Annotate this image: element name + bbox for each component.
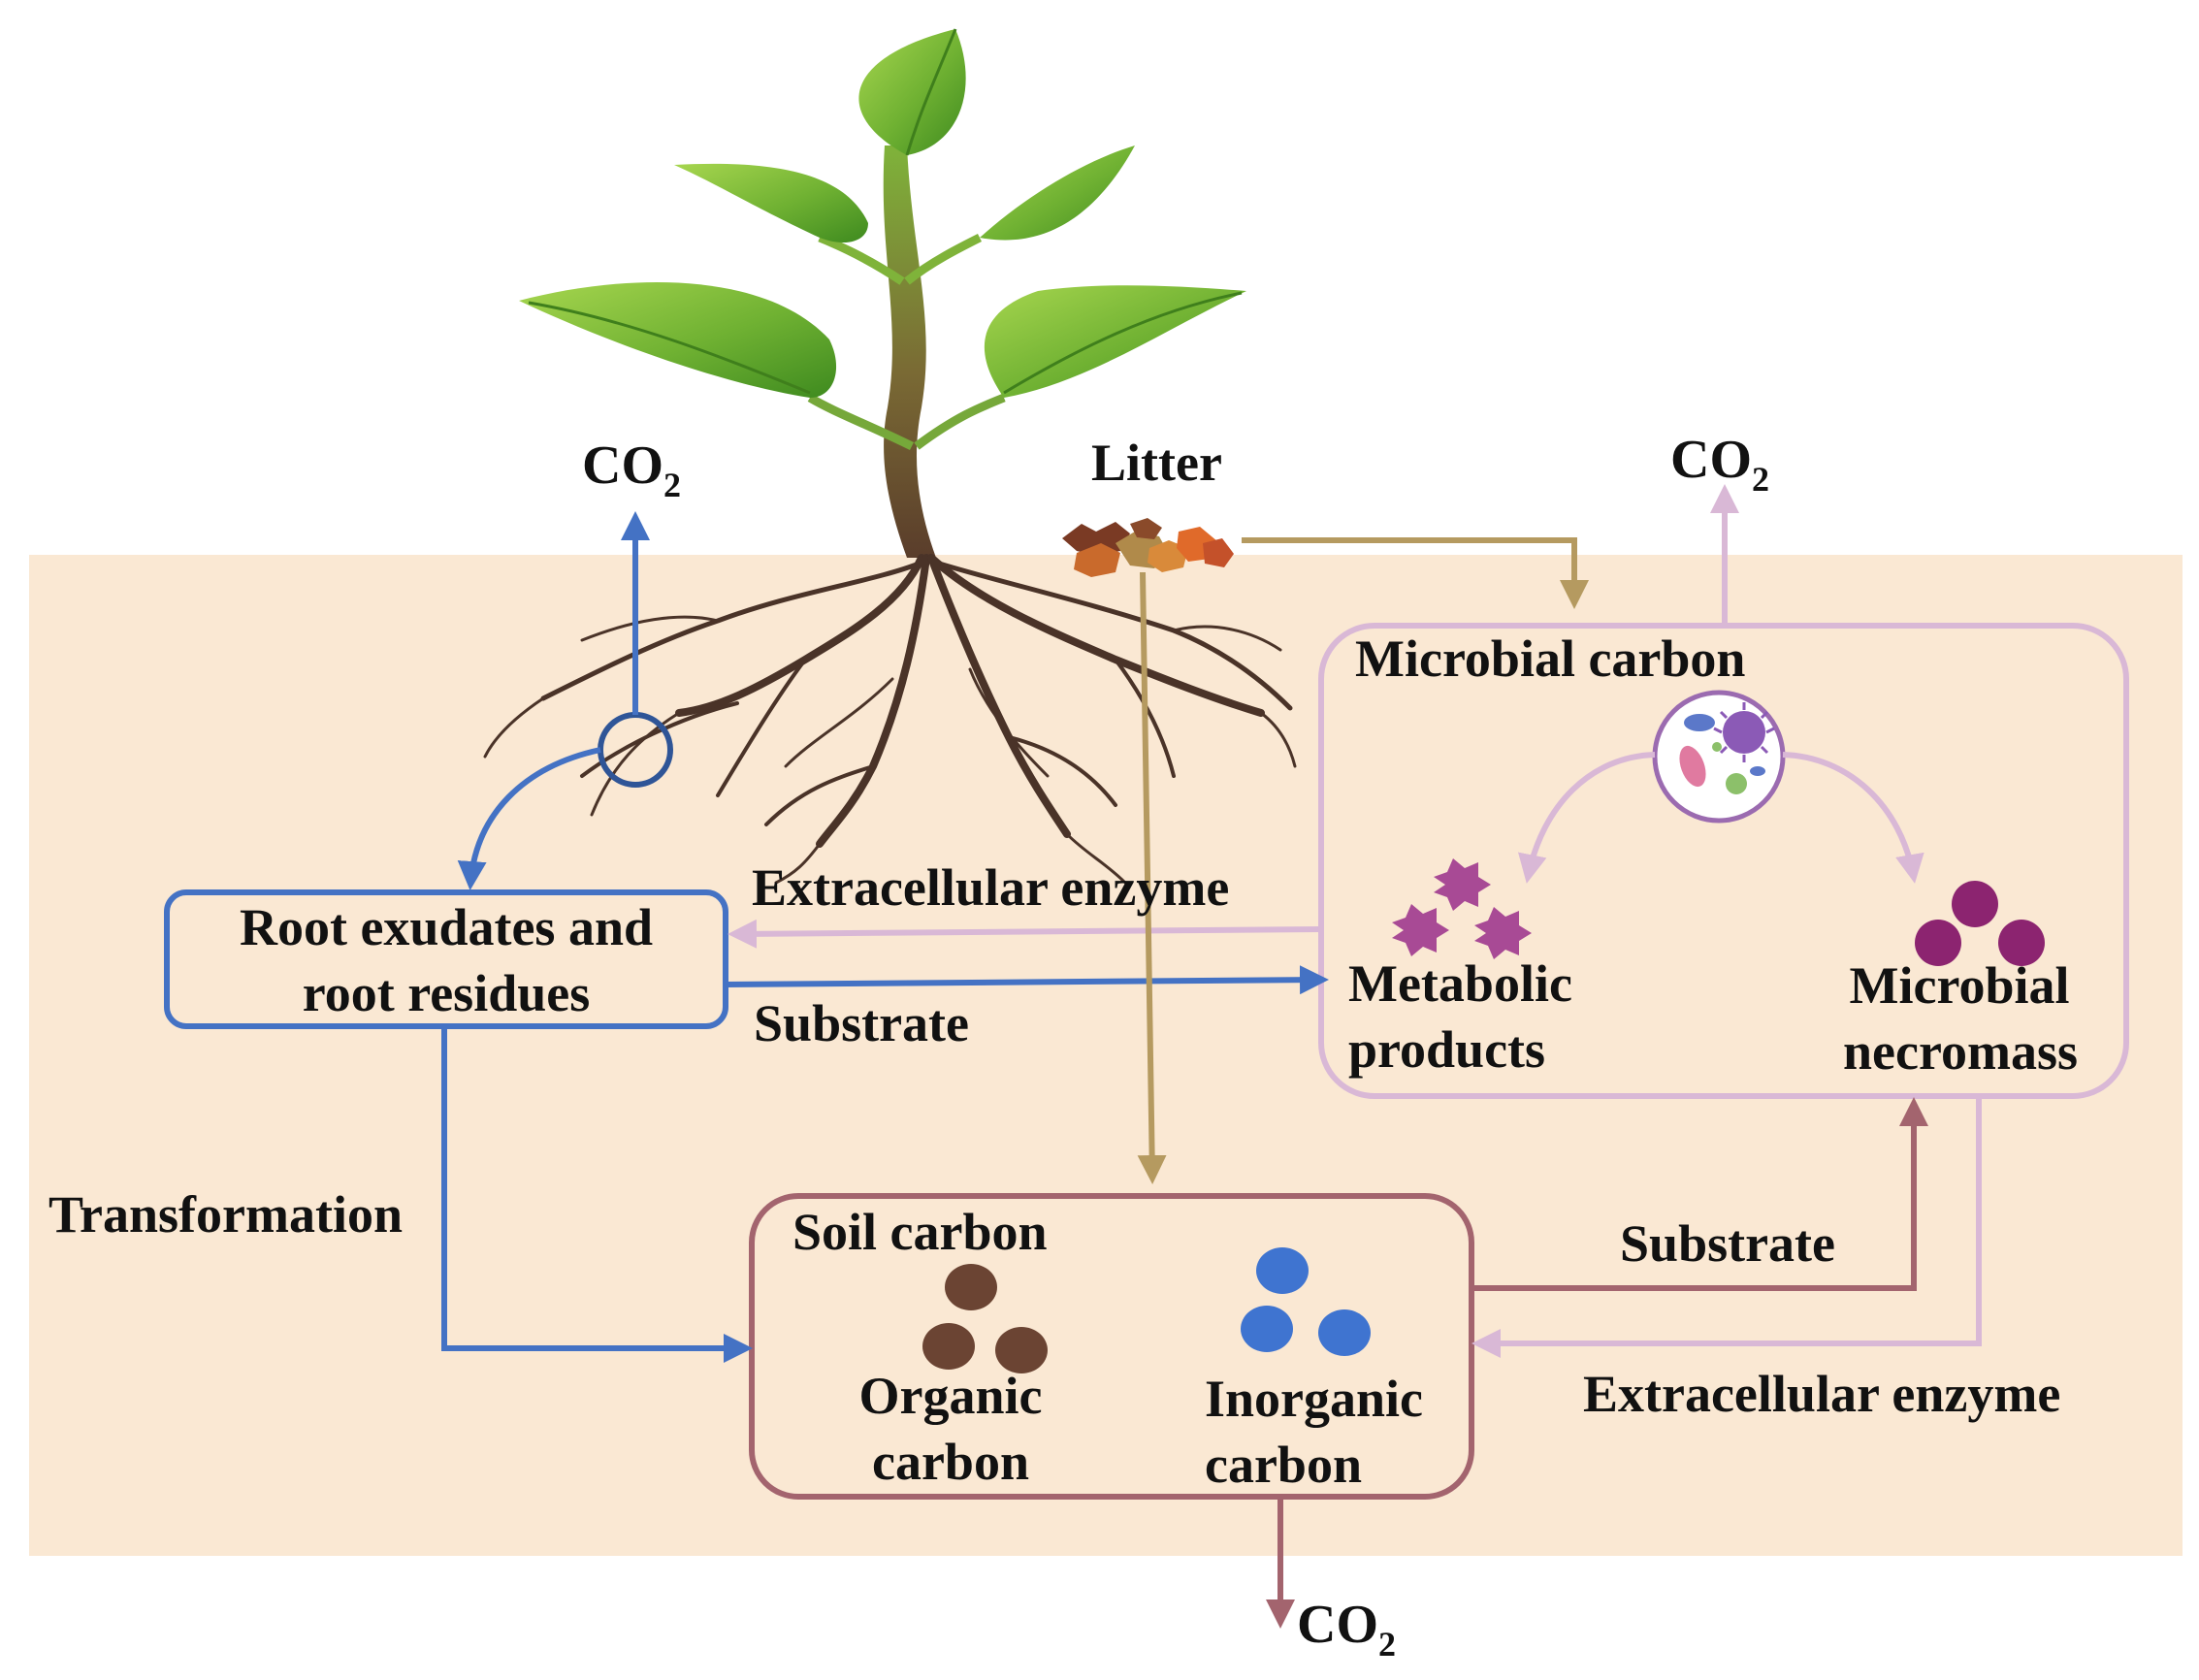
- necromass-line1: Microbial: [1849, 956, 2070, 1015]
- soil-substrate-to-necromass-arrow: [1471, 1097, 1928, 1291]
- co2-subscript: 2: [1752, 460, 1769, 499]
- enzyme-to-soil-arrow: [1471, 1096, 1982, 1358]
- root-co2-label: CO2: [582, 436, 681, 502]
- roots-icon: [483, 554, 1297, 885]
- soil-carbon-label: Soil carbon: [792, 1203, 1048, 1261]
- litter-label: Litter: [1091, 434, 1222, 492]
- plant-icon: [519, 28, 1246, 558]
- organic-carbon-icon: [922, 1264, 1048, 1373]
- transformation-arrow: [441, 1026, 753, 1363]
- soil-co2-label: CO2: [1297, 1595, 1396, 1662]
- microbe-to-metabolic-arrow: [1518, 752, 1656, 884]
- root-to-exudates-arrow: [457, 747, 601, 890]
- metabolic-line1: Metabolic: [1348, 954, 1572, 1013]
- metabolic-products-label: Metabolic products: [1348, 951, 1572, 1082]
- organic-line1: Organic: [858, 1367, 1043, 1425]
- organic-line2: carbon: [872, 1433, 1029, 1491]
- co2-subscript: 2: [1378, 1625, 1396, 1664]
- extracellular-enzyme-bottom-label: Extracellular enzyme: [1583, 1365, 2061, 1423]
- metabolic-line2: products: [1348, 1020, 1546, 1079]
- root-exudates-line2: root residues: [302, 964, 591, 1022]
- substrate-top-label: Substrate: [754, 994, 970, 1052]
- root-exudates-label: Root exudates and root residues: [167, 894, 726, 1026]
- inorganic-line2: carbon: [1205, 1436, 1362, 1494]
- microbial-carbon-label: Microbial carbon: [1355, 630, 1746, 688]
- transformation-label: Transformation: [49, 1185, 403, 1244]
- substrate-bottom-label: Substrate: [1620, 1214, 1836, 1273]
- organic-carbon-label: Organic carbon: [849, 1363, 1052, 1495]
- enzyme-to-root-arrow: [728, 919, 1322, 949]
- litter-to-soil-arrow: [1137, 571, 1167, 1184]
- inorganic-line1: Inorganic: [1205, 1370, 1424, 1428]
- metabolic-products-icon: [1392, 858, 1532, 959]
- inorganic-carbon-label: Inorganic carbon: [1205, 1366, 1423, 1498]
- co2-text: CO: [582, 436, 663, 496]
- co2-subscript: 2: [663, 466, 681, 504]
- microbe-to-necromass-arrow: [1782, 752, 1924, 884]
- microbial-necromass-label: Microbial necromass: [1843, 953, 2078, 1084]
- microbial-necromass-icon: [1915, 881, 2045, 966]
- root-exudates-line1: Root exudates and: [239, 898, 654, 956]
- microbial-co2-label: CO2: [1670, 430, 1769, 497]
- substrate-to-microbial-arrow: [725, 965, 1329, 995]
- co2-text: CO: [1670, 430, 1752, 490]
- litter-to-microbial-arrow: [1242, 537, 1589, 609]
- necromass-line2: necromass: [1843, 1022, 2078, 1081]
- litter-icon: [1062, 518, 1234, 577]
- inorganic-carbon-icon: [1241, 1247, 1371, 1356]
- extracellular-enzyme-top-label: Extracellular enzyme: [752, 858, 1230, 917]
- soil-background: [29, 555, 2183, 1556]
- microbe-community-icon: [1652, 690, 1786, 824]
- co2-text: CO: [1297, 1595, 1378, 1655]
